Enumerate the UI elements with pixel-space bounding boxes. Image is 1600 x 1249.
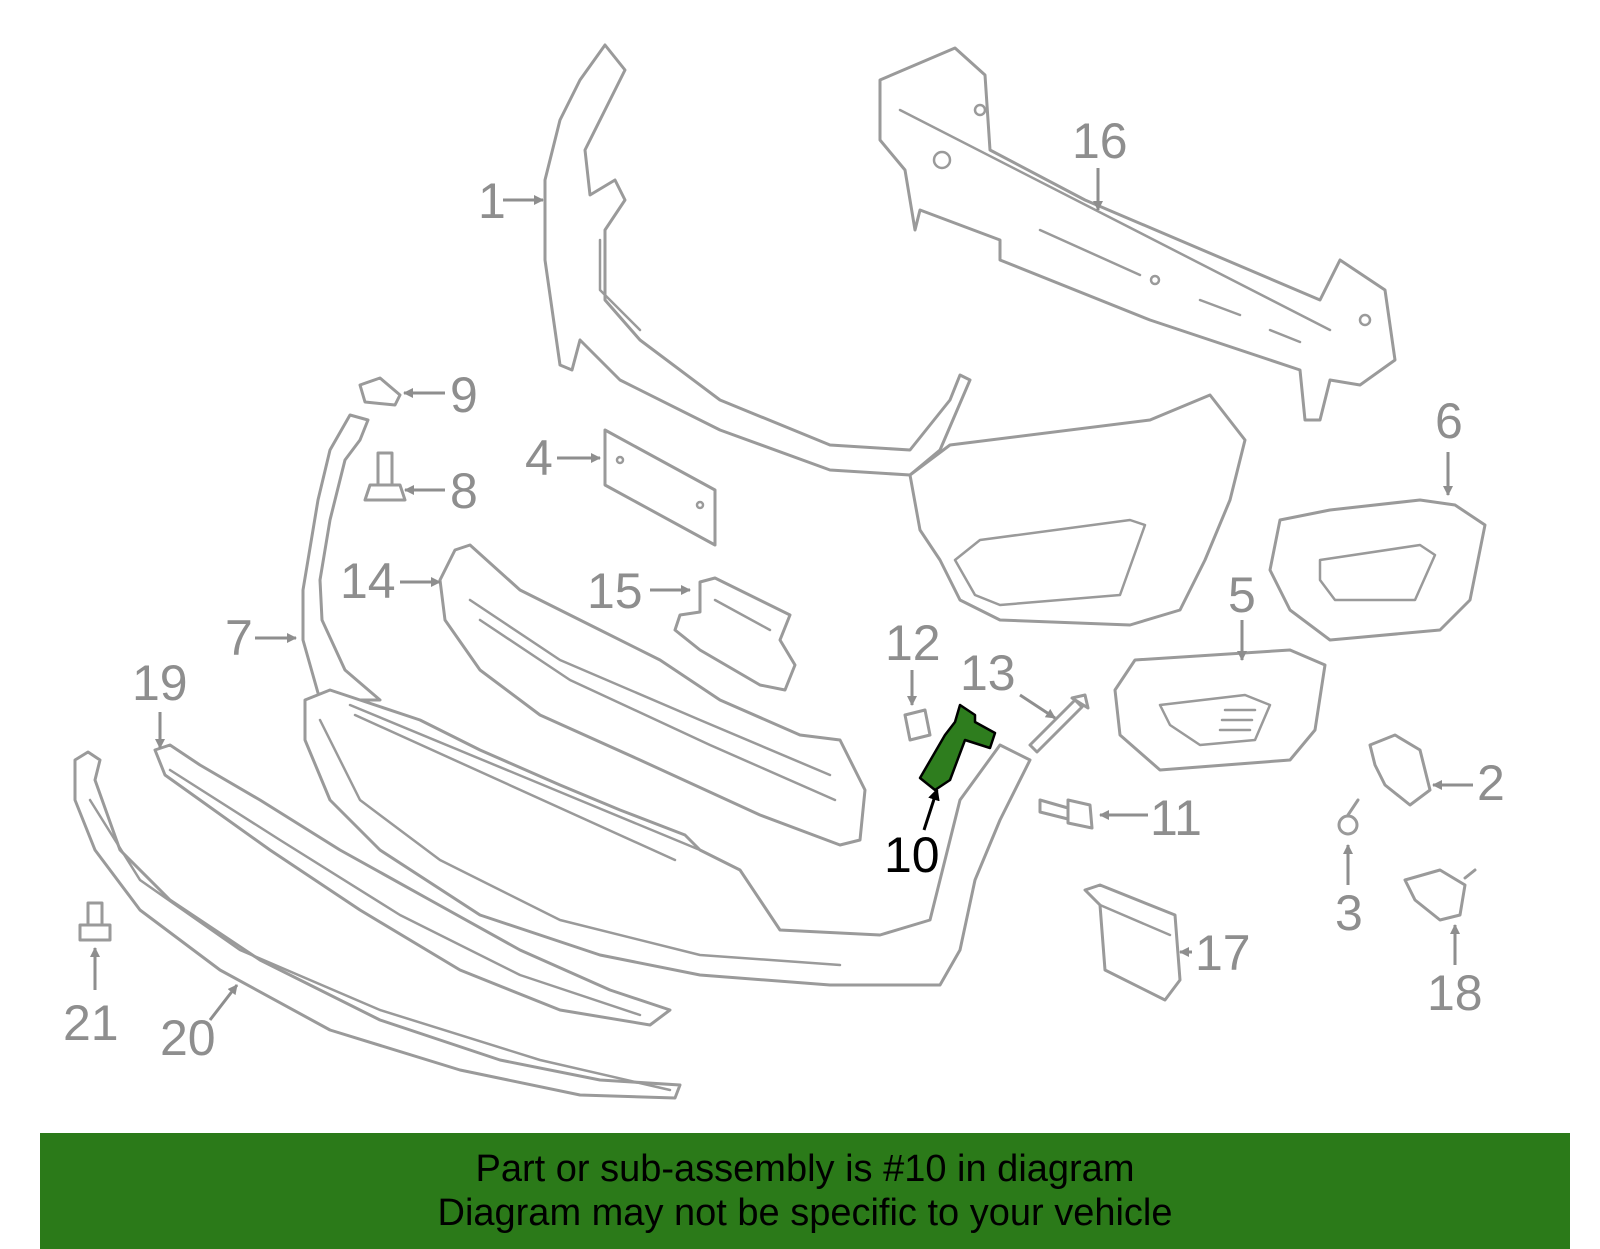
parts-diagram: 1 2 3 4 5 6 7 8 9 10 11 12 13 14 15 16 1 [63, 43, 1505, 1100]
info-banner: Part or sub-assembly is #10 in diagram D… [40, 1133, 1570, 1249]
callout-16: 16 [1072, 113, 1128, 169]
callout-14: 14 [340, 553, 396, 609]
callout-21: 21 [63, 995, 119, 1051]
callout-13: 13 [960, 645, 1016, 701]
callout-11: 11 [1150, 790, 1202, 846]
part-8-bolt [363, 451, 407, 502]
callout-10: 10 [884, 827, 940, 883]
callout-2: 2 [1477, 755, 1505, 811]
part-6-fog-bezel [1268, 498, 1487, 642]
banner-line-2: Diagram may not be specific to your vehi… [437, 1192, 1173, 1234]
part-21-pin [78, 901, 112, 942]
callout-9: 9 [450, 367, 478, 423]
part-4-license-bracket [603, 428, 717, 547]
callout-4: 4 [525, 430, 553, 486]
banner-line-1: Part or sub-assembly is #10 in diagram [475, 1148, 1135, 1190]
part-14-grille [438, 543, 867, 847]
part-12-clip [903, 708, 932, 742]
callout-5: 5 [1228, 567, 1256, 623]
part-15-bracket [673, 576, 797, 692]
part-20-lower-lip [73, 750, 682, 1100]
callout-1: 1 [478, 173, 506, 229]
part-11-screw [1038, 798, 1094, 830]
part-3-screw [1337, 798, 1360, 836]
callout-3: 3 [1335, 885, 1363, 941]
part-7-bumper-cover [301, 413, 1032, 987]
callout-20: 20 [160, 1010, 216, 1066]
part-18-sensor [1403, 868, 1477, 922]
callout-8: 8 [450, 463, 478, 519]
callout-7: 7 [225, 610, 253, 666]
part-9-clip [358, 376, 402, 407]
callout-19: 19 [132, 655, 188, 711]
part-2-bracket [1368, 733, 1432, 807]
callout-17: 17 [1195, 925, 1251, 981]
part-5-fog-bezel [1113, 648, 1327, 772]
callout-6: 6 [1435, 393, 1463, 449]
callout-12: 12 [885, 615, 941, 671]
part-17-sensor [1083, 883, 1182, 1002]
part-1-upper-frame [543, 43, 972, 477]
front-fascia [908, 393, 1247, 627]
part-13-fastener [1028, 693, 1090, 754]
callout-labels: 1 2 3 4 5 6 7 8 9 10 11 12 13 14 15 16 1 [63, 113, 1505, 1066]
part-10-bracket-highlighted [918, 703, 997, 792]
part-16-reinforcement-beam [878, 46, 1397, 422]
callout-15: 15 [587, 563, 643, 619]
callout-18: 18 [1427, 965, 1483, 1021]
part-19-lower-trim [153, 743, 672, 1027]
